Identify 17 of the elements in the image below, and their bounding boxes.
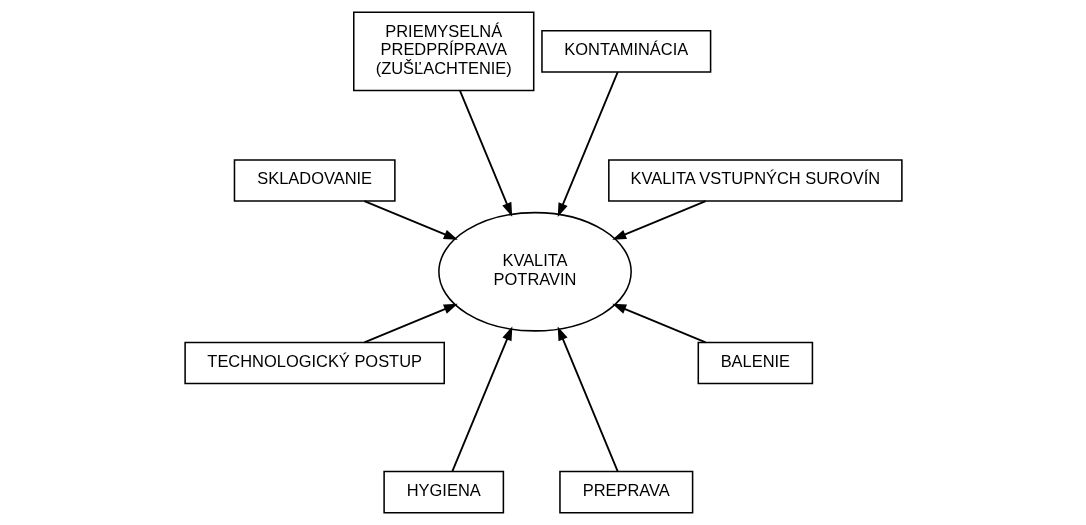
arrow xyxy=(362,200,458,240)
node-box: BALENIE xyxy=(697,341,813,385)
arrow xyxy=(611,200,707,240)
arrow xyxy=(362,303,458,344)
arrow xyxy=(557,326,619,473)
node-box: HYGIENA xyxy=(382,470,504,514)
arrow xyxy=(557,71,619,217)
node-box: TECHNOLOGICKÝ POSTUP xyxy=(183,341,445,385)
node-box: KVALITA VSTUPNÝCH SUROVÍN xyxy=(607,159,903,202)
arrow xyxy=(450,326,512,473)
node-box: KONTAMINÁCIA xyxy=(540,30,711,73)
arrow xyxy=(458,89,512,217)
node-box: SKLADOVANIE xyxy=(233,159,396,202)
arrow xyxy=(611,303,707,344)
node-ellipse: KVALITA POTRAVIN xyxy=(437,211,632,332)
node-box: PREPRAVA xyxy=(558,470,693,514)
node-box: PRIEMYSELNÁ PREDPRÍPRAVA (ZUŠĽACHTENIE) xyxy=(352,11,534,92)
